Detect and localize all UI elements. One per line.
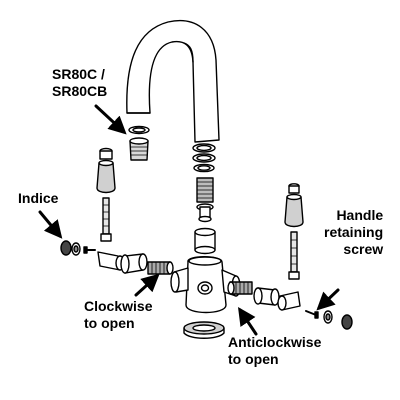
left-shroud <box>120 253 148 274</box>
left-lever-body <box>97 251 125 271</box>
callout-arrows <box>38 104 340 336</box>
right-spindle <box>288 231 300 280</box>
part-code-label: SR80C / SR80CB <box>52 66 108 99</box>
spout-sleeve <box>194 227 216 255</box>
anticlockwise-label: Anticlockwise to open <box>228 334 322 367</box>
valve-body <box>170 256 241 314</box>
arrow-icon <box>316 288 340 311</box>
spout-tip-ring <box>128 125 150 135</box>
right-indice-cap <box>323 310 353 330</box>
spout-o-rings <box>192 143 216 173</box>
right-retaining-screw <box>305 310 319 319</box>
clockwise-label: Clockwise to open <box>84 298 153 331</box>
right-lever-body <box>277 291 301 311</box>
arrow-icon <box>38 210 63 239</box>
left-spindle <box>100 197 112 242</box>
arrow-icon <box>94 104 127 135</box>
right-cartridge <box>227 281 253 295</box>
right-shroud <box>253 287 280 306</box>
arrow-icon <box>134 273 160 297</box>
left-handle <box>96 159 116 194</box>
left-handle-cap <box>99 147 113 160</box>
left-cartridge <box>147 261 174 275</box>
aerator <box>129 137 149 161</box>
left-retaining-screw <box>83 246 96 254</box>
arrow-icon <box>238 307 258 336</box>
right-handle-cap <box>288 183 300 194</box>
indice-label: Indice <box>18 190 59 206</box>
right-handle <box>284 193 304 228</box>
base-washer <box>183 321 225 339</box>
spout <box>126 20 220 143</box>
spout-connector <box>196 177 214 223</box>
handle-retaining-screw-label: Handle retaining screw <box>324 207 384 257</box>
left-indice-cap <box>60 240 81 256</box>
